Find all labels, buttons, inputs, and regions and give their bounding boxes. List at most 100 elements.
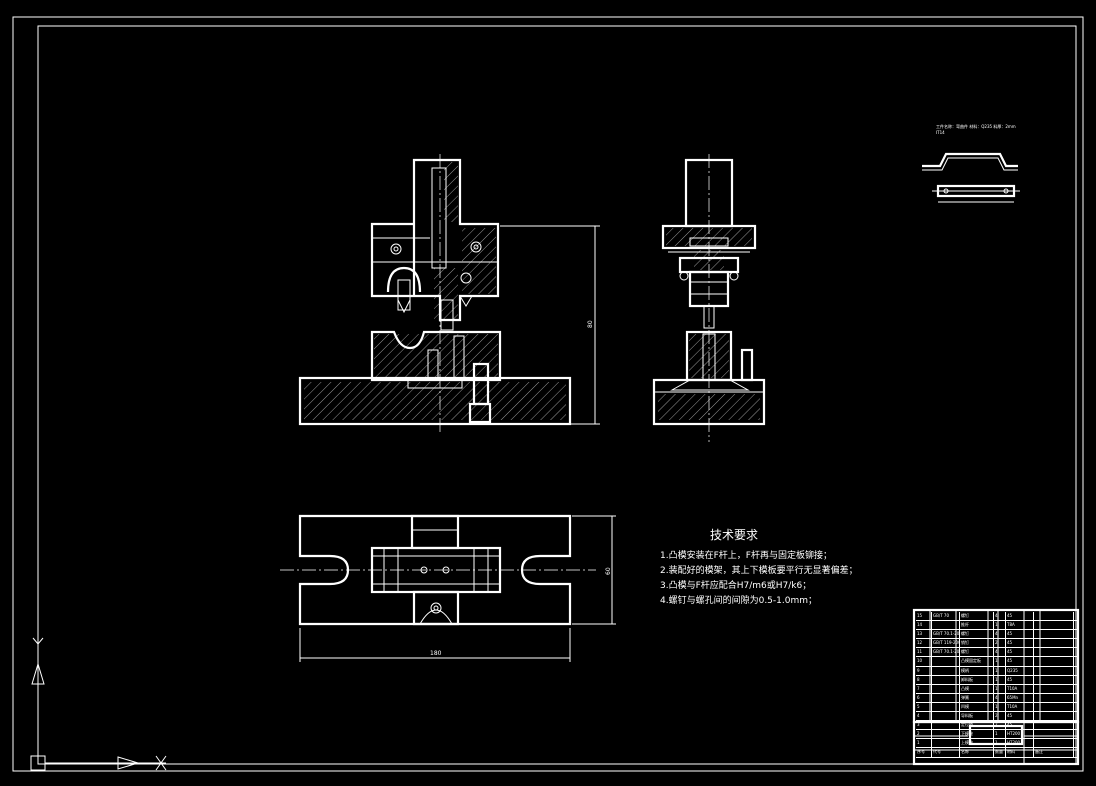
bom-cell <box>932 739 960 748</box>
bom-cell: T10A <box>1006 702 1034 712</box>
bom-cell: 下模座 <box>960 730 994 739</box>
requirement-4: 4.螺钉与螺孔间的间隙为0.5-1.0mm； <box>660 596 817 606</box>
bom-cell: 1 <box>916 739 932 748</box>
bom-cell: 12 <box>916 639 932 648</box>
bom-cell: HT200 <box>1006 739 1034 748</box>
front-view: 80 <box>298 154 600 432</box>
bom-cell: GB/T 70.1-2000 <box>932 630 960 639</box>
requirement-2: 2.装配好的模架，其上下模板要平行无显著偏差； <box>660 566 858 576</box>
bom-cell: GB/T 70.1-2000 <box>932 648 960 657</box>
bom-cell: 螺钉 <box>960 630 994 639</box>
bom-cell: 2 <box>994 639 1006 648</box>
bom-cell: 螺钉 <box>960 648 994 657</box>
bom-header-cell: 代号 <box>932 748 960 757</box>
bom-cell: T10A <box>1006 684 1034 693</box>
bom-cell: 2 <box>994 712 1006 721</box>
bom-cell <box>1034 657 1074 666</box>
bom-cell <box>1034 639 1074 648</box>
bom-cell: 1 <box>994 675 1006 684</box>
bom-cell: 模柄 <box>960 666 994 675</box>
bom-cell: GB/T 70 <box>932 612 960 621</box>
bom-cell: 定位销 <box>960 721 994 730</box>
bom-cell: 45 <box>1006 675 1034 684</box>
bom-cell: 凹模 <box>960 702 994 712</box>
bom-cell <box>1034 612 1074 621</box>
bom-cell <box>932 666 960 675</box>
bom-cell <box>932 702 960 712</box>
bom-cell: 7 <box>916 684 932 693</box>
bom-cell: 13 <box>916 630 932 639</box>
bom-cell: 10 <box>916 657 932 666</box>
bom-cell <box>1034 730 1074 739</box>
bom-cell <box>1034 675 1074 684</box>
bom-cell: HT200 <box>1006 730 1034 739</box>
plan-view: 180 60 <box>280 514 616 662</box>
bom-cell: 45 <box>1006 648 1034 657</box>
ucs-axis-icon <box>30 636 167 771</box>
bom-cell: 3 <box>916 721 932 730</box>
depth-dimension-label: 60 <box>605 567 612 575</box>
bom-cell: 导料板 <box>960 712 994 721</box>
bom-cell: 1 <box>994 684 1006 693</box>
bom-cell: 11 <box>916 648 932 657</box>
requirement-1: 1.凸模安装在F杆上，F杆再与固定板铆接； <box>660 551 832 561</box>
bom-cell <box>1034 702 1074 712</box>
bom-cell <box>1034 666 1074 675</box>
bom-cell: 45 <box>1006 657 1034 666</box>
bom-cell <box>932 621 960 630</box>
bom-header-row: 序号代号名称数量材料备注 <box>916 748 1078 758</box>
bom-header-cell: 数量 <box>994 748 1006 757</box>
bom-cell <box>932 675 960 684</box>
bom-cell: 弹簧 <box>960 693 994 702</box>
bom-cell: 上模座 <box>960 739 994 748</box>
bom-cell: 螺钉 <box>960 612 994 621</box>
bom-cell <box>932 712 960 721</box>
bom-cell: 凸模 <box>960 684 994 693</box>
bom-cell: 45 <box>1006 721 1034 730</box>
technical-requirements: 技术要求 1.凸模安装在F杆上，F杆再与固定板铆接； 2.装配好的模架，其上下模… <box>660 528 858 609</box>
bom-cell <box>1034 739 1074 748</box>
bom-cell <box>1034 621 1074 630</box>
bom-cell: 1 <box>994 657 1006 666</box>
bom-cell: 1 <box>994 666 1006 675</box>
bom-cell: 推杆 <box>960 621 994 630</box>
bom-header-cell: 名称 <box>960 748 994 757</box>
bom-cell: 14 <box>916 621 932 630</box>
bom-cell: 45 <box>1006 630 1034 639</box>
bom-cell: 6 <box>916 693 932 702</box>
bom-cell <box>1034 684 1074 693</box>
bom-cell: 45 <box>1006 612 1034 621</box>
bom-cell: 2 <box>916 730 932 739</box>
width-dimension-label: 180 <box>430 650 442 657</box>
bom-cell: 45 <box>1006 712 1034 721</box>
part-sketch: 工件名称：弯曲件 材料：Q235 料厚：2mm IT14 <box>922 123 1020 203</box>
technical-requirements-title: 技术要求 <box>710 528 759 542</box>
bom-cell: 9 <box>916 666 932 675</box>
bom-cell <box>932 730 960 739</box>
bom-cell <box>932 657 960 666</box>
bom-cell: 4 <box>994 612 1006 621</box>
bom-cell <box>932 684 960 693</box>
bom-cell: T8A <box>1006 621 1034 630</box>
bom-header-cell: 序号 <box>916 748 932 757</box>
bom-cell: 1 <box>994 621 1006 630</box>
bom-cell: Q235 <box>1006 666 1034 675</box>
bom-cell: 65Mn <box>1006 693 1034 702</box>
bom-cell <box>932 721 960 730</box>
bom-cell <box>1034 630 1074 639</box>
height-dimension-label: 80 <box>587 320 594 328</box>
bom-cell: 4 <box>916 712 932 721</box>
bom-header-cell: 材料 <box>1006 748 1034 757</box>
bom-cell: 4 <box>994 693 1006 702</box>
